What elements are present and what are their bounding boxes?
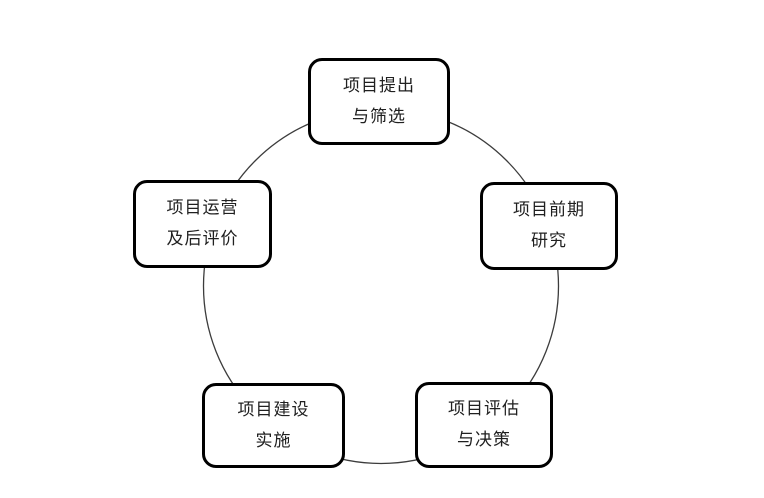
node-label-line2: 实施 xyxy=(255,430,292,451)
node-label-line1: 项目评估 xyxy=(448,399,520,419)
node-label-line1: 项目提出 xyxy=(343,75,415,96)
node-project-proposal-screening: 项目提出 与筛选 xyxy=(308,58,450,145)
node-project-evaluation-decision: 项目评估 与决策 xyxy=(415,382,553,468)
node-project-operation-post-evaluation: 项目运营 及后评价 xyxy=(133,180,272,268)
node-label-line1: 项目运营 xyxy=(166,198,239,218)
node-project-preliminary-research: 项目前期 研究 xyxy=(480,182,618,270)
node-label-line1: 项目前期 xyxy=(513,200,585,220)
node-label-line2: 及后评价 xyxy=(166,229,239,249)
node-project-construction-implementation: 项目建设 实施 xyxy=(202,383,345,468)
node-label-line2: 与决策 xyxy=(457,430,511,450)
node-label-line2: 与筛选 xyxy=(352,106,406,127)
node-label-line2: 研究 xyxy=(531,231,567,251)
node-label-line1: 项目建设 xyxy=(237,399,310,420)
